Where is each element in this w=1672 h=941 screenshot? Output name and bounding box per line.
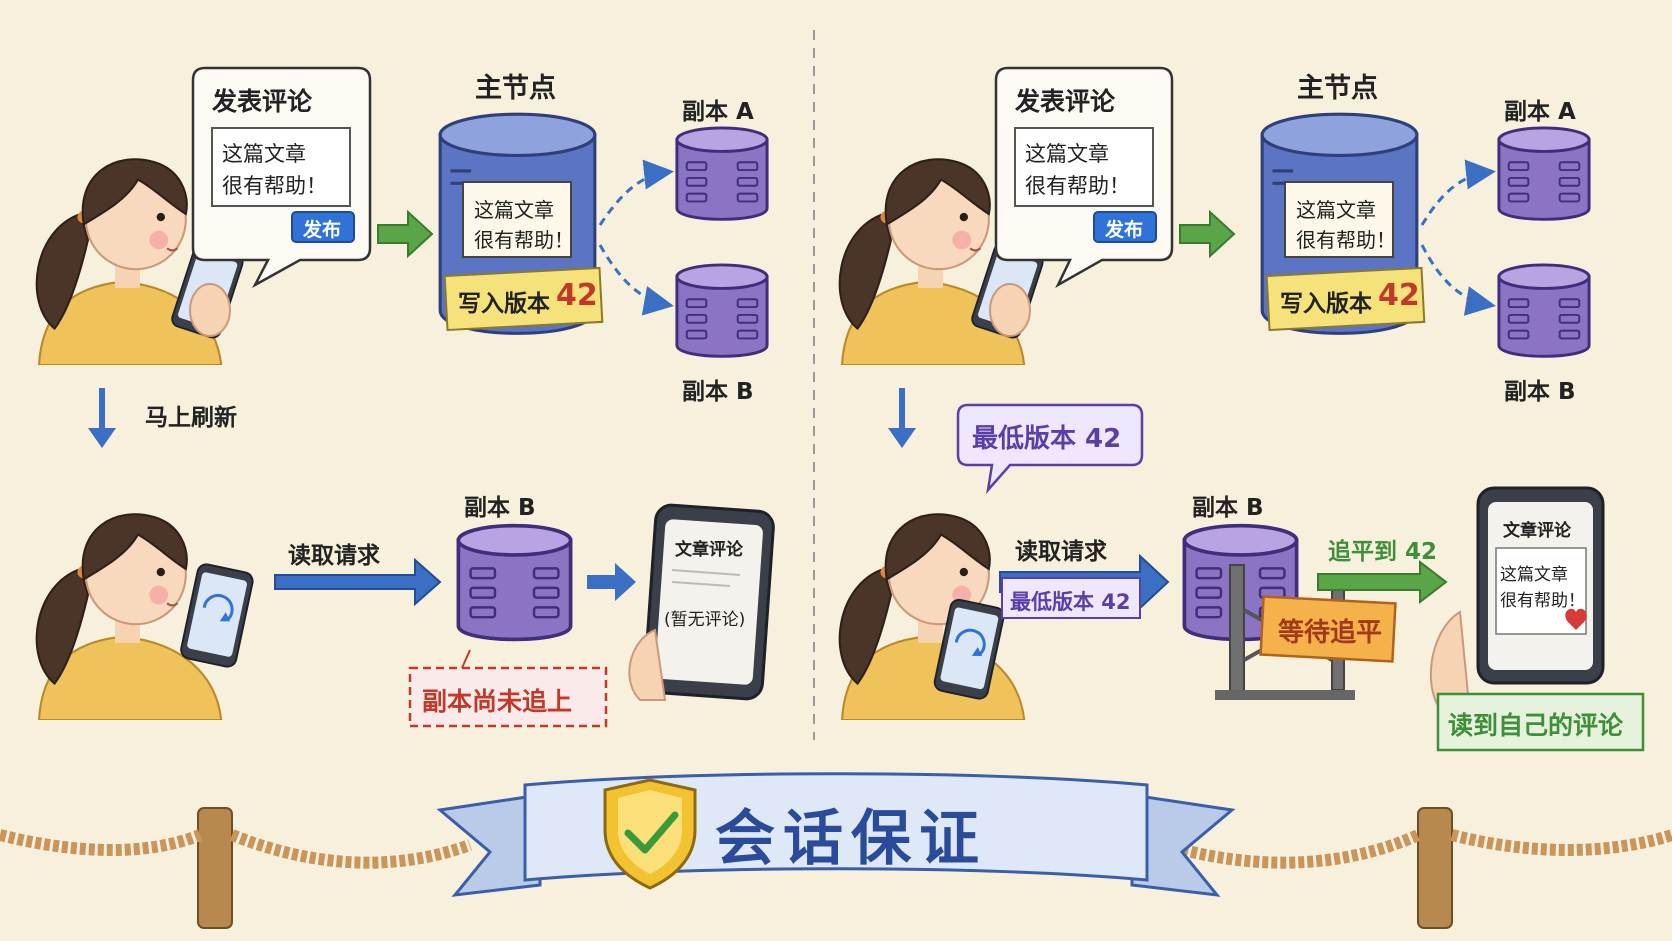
post-bubble-title-left: 发表评论	[212, 87, 313, 116]
hand-right	[1429, 610, 1472, 716]
refresh-down-arrow-left	[88, 428, 116, 448]
write-version-number-right: 42	[1378, 278, 1420, 313]
wait-sign-text: 等待追平	[1278, 618, 1383, 648]
primary-stored-comment-left	[462, 181, 572, 258]
comment-line1-left: 这篇文章	[222, 142, 306, 166]
write-version-number-left: 42	[556, 278, 598, 313]
lagging-warning-text: 副本尚未追上	[422, 687, 573, 716]
replica-b-db-top-left	[675, 263, 769, 358]
replicate-arrow-a-right	[1420, 159, 1496, 226]
read-own-write-text: 读到自己的评论	[1448, 711, 1624, 740]
refresh-icon	[954, 628, 986, 655]
refresh-down-arrow-right	[888, 428, 916, 448]
comment-line1-right: 这篇文章	[1025, 142, 1109, 166]
replica-b-top-label-right: 副本 B	[1504, 379, 1576, 405]
post-button-left[interactable]	[291, 211, 355, 243]
read-request-arrow-left	[274, 557, 442, 607]
primary-node-label-right: 主节点	[1297, 73, 1378, 104]
replica-a-label-right: 副本 A	[1504, 99, 1576, 125]
replica-a-db-left	[675, 126, 769, 221]
heart-icon	[1565, 608, 1587, 630]
primary-node-label-left: 主节点	[475, 73, 556, 104]
comment-textbox-right	[1014, 127, 1154, 207]
refresh-icon	[202, 594, 234, 621]
phone-empty-text: (暂无评论)	[664, 610, 746, 630]
hand-left	[628, 628, 667, 701]
write-version-note-left	[443, 266, 604, 332]
phone-title-right: 文章评论	[1503, 521, 1571, 541]
replica-b-top-label-left: 副本 B	[682, 379, 754, 405]
primary-stored-comment-right	[1284, 181, 1394, 258]
phone-refresh-left	[178, 561, 256, 670]
post-button-label-right[interactable]: 发布	[1105, 219, 1144, 241]
min-version-tag-text: 最低版本 42	[1010, 590, 1131, 614]
green-arrow-to-primary-left	[377, 209, 434, 259]
primary-note-line2-left: 很有帮助！	[474, 228, 574, 252]
replica-b-bottom-label-right: 副本 B	[1192, 495, 1264, 521]
refresh-label-left: 马上刷新	[145, 405, 237, 431]
comment-textbox-left	[211, 127, 351, 207]
phone-title-left: 文章评论	[675, 540, 743, 560]
wait-sign	[1259, 595, 1397, 663]
rope-right-a	[1163, 829, 1421, 869]
primary-note-line1-left: 这篇文章	[474, 198, 554, 222]
primary-note-line1-right: 这篇文章	[1296, 198, 1376, 222]
rope-right-b	[1450, 829, 1672, 856]
replica-a-label-left: 副本 A	[682, 99, 754, 125]
min-version-bubble-text: 最低版本 42	[972, 424, 1122, 454]
green-arrow-to-primary-right	[1179, 209, 1236, 259]
rope-post-left	[197, 807, 233, 929]
ribbon-tail-right	[1130, 793, 1236, 897]
phone-line2-right: 很有帮助！	[1500, 591, 1585, 611]
post-button-right[interactable]	[1093, 211, 1157, 243]
replica-b-db-bottom-left	[456, 523, 573, 642]
bottom-banner	[0, 772, 1672, 929]
min-version-tag	[1001, 577, 1141, 619]
catch-up-arrow	[1317, 559, 1448, 605]
read-own-write-box	[1436, 692, 1645, 752]
shield-check-icon	[603, 778, 697, 890]
comment-line2-left: 很有帮助！	[222, 174, 327, 198]
phone-line1-right: 这篇文章	[1500, 565, 1568, 585]
replicate-arrow-b-right	[1420, 244, 1496, 316]
comment-line2-right: 很有帮助！	[1025, 174, 1130, 198]
replica-b-db-top-right	[1497, 263, 1591, 358]
write-version-prefix-left: 写入版本	[458, 291, 550, 317]
read-request-label-left: 读取请求	[288, 543, 380, 569]
banner-title: 会话保证	[715, 804, 987, 874]
primary-note-line2-right: 很有帮助！	[1296, 228, 1396, 252]
replica-a-db-right	[1497, 126, 1591, 221]
read-request-label-right: 读取请求	[1015, 539, 1107, 565]
catch-up-label: 追平到 42	[1328, 539, 1438, 565]
replica-b-bottom-label-left: 副本 B	[464, 495, 536, 521]
replicate-arrow-a-left	[598, 159, 674, 226]
write-version-prefix-right: 写入版本	[1280, 291, 1372, 317]
min-version-bubble	[956, 403, 1144, 495]
ribbon-tail-left	[436, 793, 542, 897]
post-button-label-left[interactable]: 发布	[303, 219, 342, 241]
rope-post-right	[1417, 807, 1453, 929]
write-version-note-right	[1265, 266, 1426, 332]
post-bubble-title-right: 发表评论	[1015, 87, 1116, 116]
left-panel	[35, 66, 775, 728]
lagging-warning-box-left	[408, 666, 608, 728]
rope-left-a	[0, 829, 203, 856]
replicate-arrow-b-left	[598, 244, 674, 316]
response-arrow-left	[587, 563, 636, 601]
right-panel	[838, 66, 1645, 752]
rope-left-b	[229, 829, 473, 869]
